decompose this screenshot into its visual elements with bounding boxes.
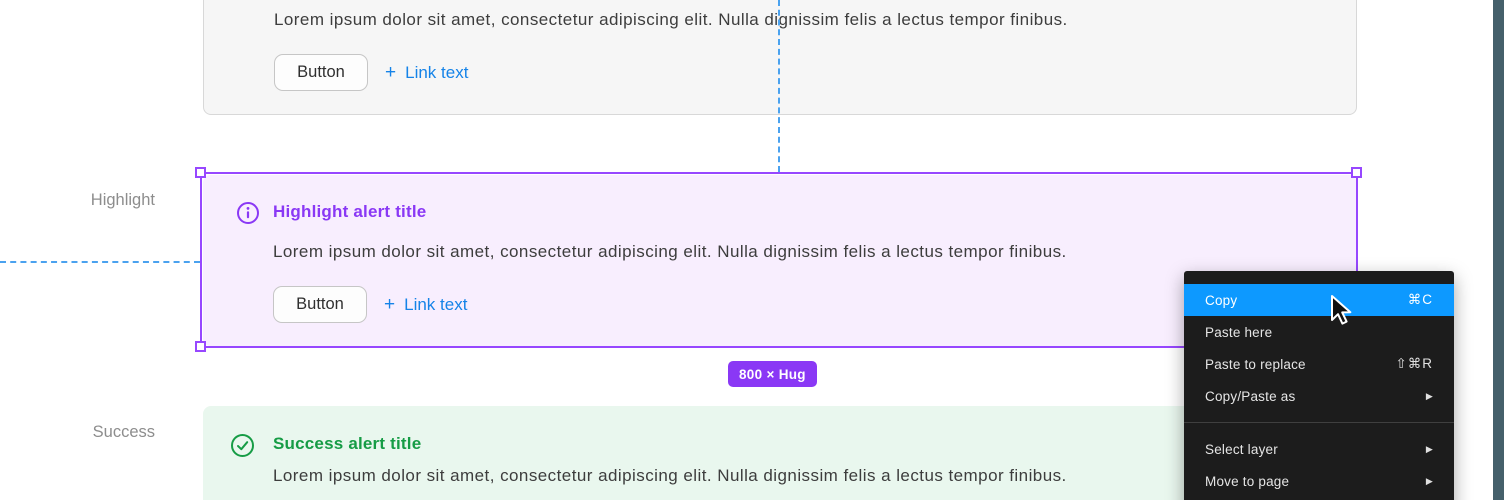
- menu-item-paste-here[interactable]: Paste here: [1184, 316, 1454, 348]
- alert-link[interactable]: + Link text: [385, 54, 468, 91]
- menu-item-label: Paste to replace: [1205, 356, 1306, 372]
- plus-icon: +: [384, 293, 396, 315]
- canvas-label-highlight[interactable]: Highlight: [90, 191, 155, 209]
- alert-card-success[interactable]: Success alert title Lorem ipsum dolor si…: [203, 406, 1357, 500]
- alert-link[interactable]: + Link text: [384, 286, 467, 323]
- menu-item-select-layer[interactable]: Select layer ▶: [1184, 433, 1454, 465]
- alert-title: Success alert title: [273, 434, 422, 453]
- alert-body-text: Lorem ipsum dolor sit amet, consectetur …: [273, 466, 1067, 485]
- selection-handle-top-left[interactable]: [195, 167, 206, 178]
- alert-card-highlight[interactable]: Highlight alert title Lorem ipsum dolor …: [203, 175, 1357, 346]
- menu-item-label: Move to page: [1205, 473, 1290, 489]
- canvas-label-success[interactable]: Success: [92, 423, 155, 441]
- menu-item-label: Paste here: [1205, 324, 1273, 340]
- submenu-arrow-icon: ▶: [1425, 443, 1433, 454]
- submenu-arrow-icon: ▶: [1425, 475, 1433, 486]
- mouse-cursor-icon: [1329, 294, 1355, 333]
- menu-separator: [1184, 422, 1454, 423]
- submenu-arrow-icon: ▶: [1425, 390, 1433, 401]
- selection-handle-bottom-left[interactable]: [195, 341, 206, 352]
- alert-card-neutral[interactable]: Lorem ipsum dolor sit amet, consectetur …: [203, 0, 1357, 115]
- alert-body-text: Lorem ipsum dolor sit amet, consectetur …: [273, 242, 1067, 261]
- alert-button[interactable]: Button: [273, 286, 367, 323]
- menu-item-copy[interactable]: Copy ⌘C: [1184, 284, 1454, 316]
- menu-item-shortcut: ⌘C: [1407, 292, 1433, 307]
- info-icon: [236, 201, 260, 230]
- alert-title: Highlight alert title: [273, 202, 427, 221]
- selection-handle-top-right[interactable]: [1351, 167, 1362, 178]
- right-panel-edge: [1493, 0, 1504, 500]
- menu-item-move-to-page[interactable]: Move to page ▶: [1184, 465, 1454, 497]
- context-menu: Copy ⌘C Paste here Paste to replace ⇧⌘R …: [1184, 271, 1454, 500]
- menu-item-label: Select layer: [1205, 441, 1278, 457]
- menu-item-label: Copy/Paste as: [1205, 388, 1296, 404]
- menu-item-label: Copy: [1205, 292, 1238, 308]
- plus-icon: +: [385, 61, 397, 83]
- check-circle-icon: [230, 433, 255, 463]
- alert-button[interactable]: Button: [274, 54, 368, 91]
- menu-item-shortcut: ⇧⌘R: [1395, 356, 1433, 371]
- alert-body-text: Lorem ipsum dolor sit amet, consectetur …: [274, 10, 1068, 29]
- menu-item-paste-to-replace[interactable]: Paste to replace ⇧⌘R: [1184, 348, 1454, 380]
- menu-item-copy-paste-as[interactable]: Copy/Paste as ▶: [1184, 380, 1454, 412]
- alert-link-label: Link text: [404, 294, 468, 314]
- horizontal-alignment-guide: [0, 261, 200, 263]
- alert-link-label: Link text: [405, 62, 469, 82]
- vertical-alignment-guide: [778, 0, 780, 172]
- size-badge: 800 × Hug: [728, 361, 817, 387]
